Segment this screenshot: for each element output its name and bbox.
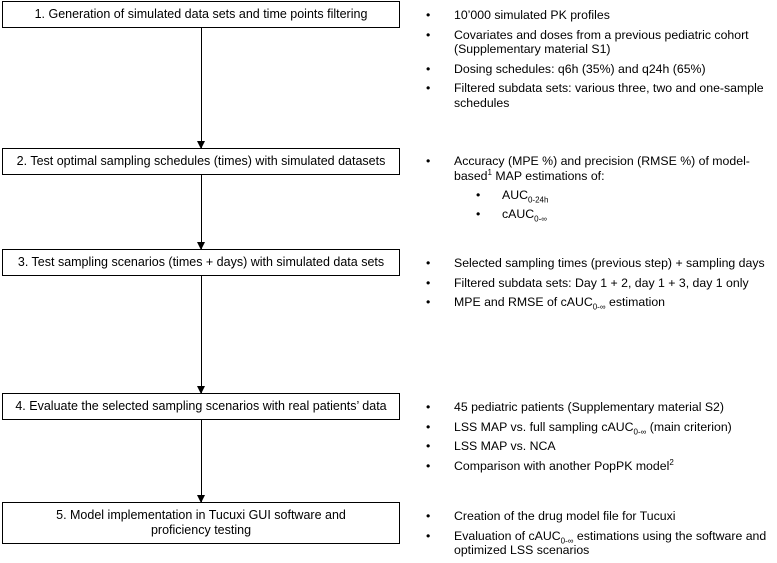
step-5-label: 5. Model implementation in Tucuxi GUI so… [56, 508, 346, 537]
step-3-label: 3. Test sampling scenarios (times + days… [17, 255, 385, 269]
step-5-details: Creation of the drug model file for Tucu… [426, 509, 776, 563]
step-1-details: 10’000 simulated PK profiles Covariates … [426, 8, 776, 115]
arrow-1-to-2 [197, 28, 205, 149]
list-item: 10’000 simulated PK profiles [426, 8, 776, 23]
list-item: Comparison with another PopPK model2 [426, 458, 776, 474]
arrow-2-to-3 [197, 175, 205, 250]
list-item: MPE and RMSE of cAUC0-∞ estimation [426, 295, 776, 311]
sub-list: AUC0-24h cAUC0-∞ [476, 188, 776, 223]
arrow-4-to-5 [197, 420, 205, 503]
list-item: Filtered subdata sets: various three, tw… [426, 81, 776, 110]
list-item: Accuracy (MPE %) and precision (RMSE %) … [426, 154, 776, 223]
step-4-label: 4. Evaluate the selected sampling scenar… [15, 399, 387, 413]
step-1-label: 1. Generation of simulated data sets and… [34, 7, 368, 21]
list-item: Evaluation of cAUC0-∞ estimations using … [426, 529, 776, 558]
step-4-details: 45 pediatric patients (Supplementary mat… [426, 400, 776, 478]
list-item: LSS MAP vs. NCA [426, 439, 776, 454]
sub-list-item: AUC0-24h [476, 188, 776, 204]
arrow-3-to-4 [197, 276, 205, 394]
list-item: Creation of the drug model file for Tucu… [426, 509, 776, 524]
step-2-details: Accuracy (MPE %) and precision (RMSE %) … [426, 154, 776, 226]
list-item: LSS MAP vs. full sampling cAUC0-∞ (main … [426, 420, 776, 436]
list-item: Dosing schedules: q6h (35%) and q24h (65… [426, 62, 776, 77]
step-4-box: 4. Evaluate the selected sampling scenar… [2, 393, 400, 420]
step-2-box: 2. Test optimal sampling schedules (time… [2, 148, 400, 175]
list-item: Covariates and doses from a previous ped… [426, 28, 776, 57]
list-item: 45 pediatric patients (Supplementary mat… [426, 400, 776, 415]
step-3-details: Selected sampling times (previous step) … [426, 256, 776, 315]
step-1-box: 1. Generation of simulated data sets and… [2, 1, 400, 28]
step-2-label: 2. Test optimal sampling schedules (time… [16, 154, 386, 168]
list-item: Selected sampling times (previous step) … [426, 256, 776, 271]
sub-list-item: cAUC0-∞ [476, 207, 776, 223]
list-item: Filtered subdata sets: Day 1 + 2, day 1 … [426, 276, 776, 291]
step-3-box: 3. Test sampling scenarios (times + days… [2, 249, 400, 276]
step-5-box: 5. Model implementation in Tucuxi GUI so… [2, 502, 400, 544]
